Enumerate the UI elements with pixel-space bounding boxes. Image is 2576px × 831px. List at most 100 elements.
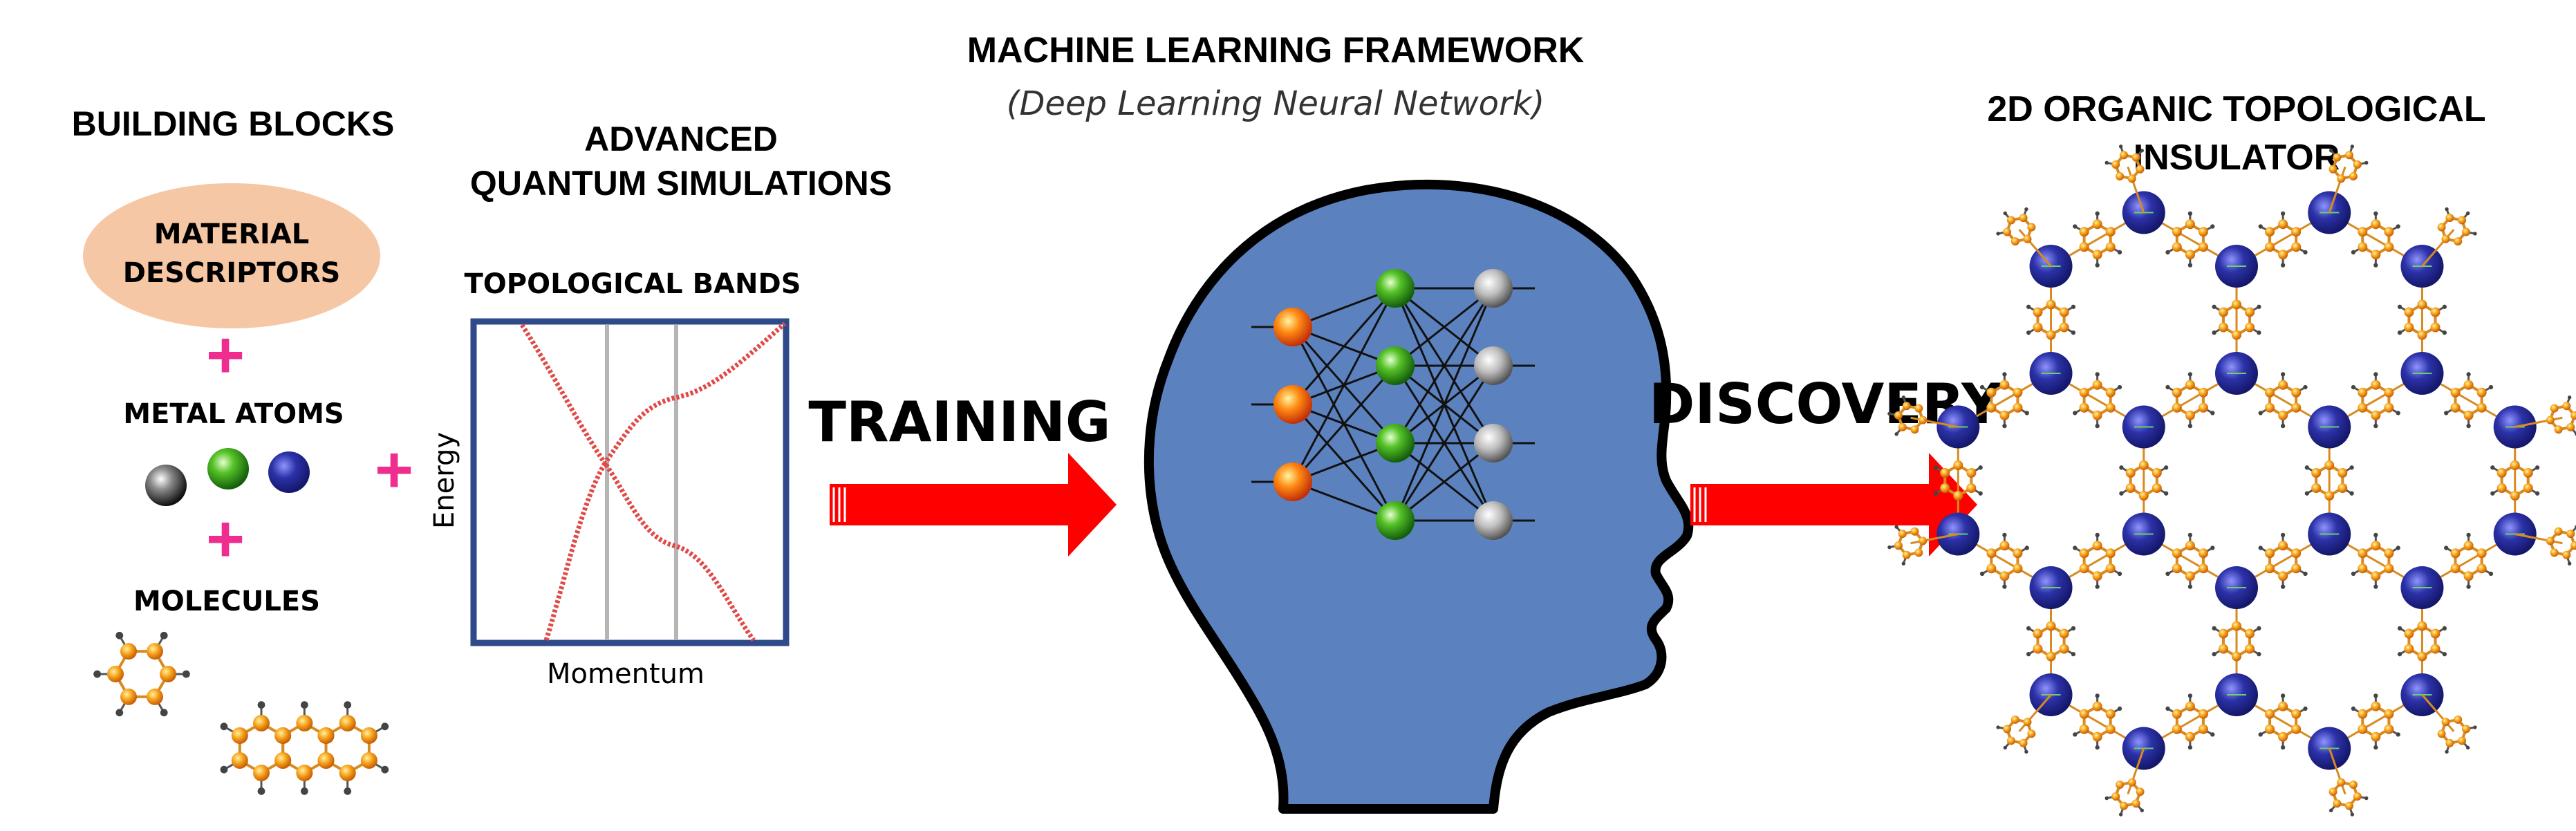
- carbon-atom-icon: [2116, 171, 2125, 180]
- carbon-atom-icon: [2523, 468, 2533, 478]
- carbon-atom-icon: [2092, 219, 2102, 230]
- carbon-atom-icon: [1894, 541, 1903, 550]
- linker-bond-line: [1910, 533, 1959, 545]
- training-label: TRAINING: [808, 390, 1110, 454]
- hydrogen-atom-icon: [2024, 749, 2028, 754]
- hydrogen-atom-icon: [2442, 626, 2447, 631]
- network-connection: [1291, 288, 1397, 405]
- hydrogen-atom-icon: [2466, 424, 2471, 429]
- carbon-atom-icon: [2546, 536, 2555, 545]
- hydrogen-atom-icon: [2024, 207, 2028, 212]
- hydrogen-atom-icon: [2535, 465, 2540, 470]
- carbon-atom-icon: [2278, 380, 2288, 390]
- carbon-atom-icon: [2291, 563, 2302, 574]
- carbon-atom-icon: [2232, 330, 2241, 340]
- red-arrow-icon: [1690, 453, 1977, 557]
- energy-axis-label: Energy: [429, 432, 460, 529]
- hydrogen-atom-icon: [2567, 395, 2572, 400]
- carbon-atom-icon: [1894, 411, 1903, 420]
- hydrogen-atom-icon: [220, 765, 228, 774]
- hydrogen-atom-icon: [2280, 693, 2286, 698]
- carbon-atom-icon: [2445, 738, 2454, 747]
- hydrogen-atom-icon: [2280, 532, 2286, 537]
- carbon-atom-icon: [2119, 151, 2128, 160]
- carbon-atom-icon: [2136, 787, 2145, 796]
- carbon-atom-icon: [2345, 801, 2354, 810]
- carbon-atom-icon: [2358, 548, 2368, 559]
- hydrogen-atom-icon: [2445, 749, 2449, 754]
- carbon-atom-icon: [2404, 628, 2414, 639]
- carbon-atom-icon: [2353, 792, 2362, 801]
- carbon-atom-icon: [2198, 242, 2208, 252]
- hydrogen-atom-icon: [2210, 545, 2215, 550]
- hydrogen-atom-icon: [1887, 411, 1892, 416]
- hydrogen-atom-icon: [2024, 545, 2029, 550]
- simulations-title-line1: ADVANCED: [584, 120, 778, 158]
- carbon-atom-icon: [2546, 416, 2555, 424]
- hydrogen-atom-icon: [2466, 532, 2471, 537]
- hydrogen-atom-icon: [2024, 411, 2029, 416]
- carbon-atom-icon: [1986, 387, 1997, 398]
- carbon-atom-icon: [2384, 548, 2394, 559]
- carbon-atom-icon: [147, 688, 163, 705]
- carbon-atom-icon: [2111, 160, 2120, 169]
- hydrogen-atom-icon: [344, 701, 352, 709]
- linker-bond-line: [2514, 416, 2563, 428]
- carbon-atom-icon: [253, 765, 270, 781]
- carbon-atom-icon: [2441, 718, 2450, 727]
- hydrogen-atom-icon: [2257, 652, 2261, 657]
- hydrogen-atom-icon: [2364, 796, 2369, 801]
- hydrogen-atom-icon: [2165, 384, 2170, 390]
- hydrogen-atom-icon: [2118, 144, 2123, 149]
- hydrogen-atom-icon: [2473, 232, 2477, 236]
- carbon-atom-icon: [2111, 792, 2120, 801]
- carbon-atom-icon: [2430, 644, 2440, 654]
- hydrogen-atom-icon: [2280, 745, 2286, 750]
- carbon-atom-icon: [2461, 725, 2470, 734]
- carbon-atom-icon: [2450, 402, 2461, 413]
- carbon-atom-icon: [2345, 151, 2354, 160]
- carbon-atom-icon: [2278, 410, 2288, 420]
- pentacene-molecule-icon: [220, 701, 389, 795]
- carbon-atom-icon: [2125, 483, 2136, 493]
- hydrogen-atom-icon: [2187, 424, 2193, 429]
- carbon-atom-icon: [2218, 322, 2228, 333]
- carbon-atom-icon: [2003, 227, 2012, 236]
- carbon-atom-icon: [2337, 468, 2348, 478]
- carbon-atom-icon: [2138, 491, 2149, 501]
- carbon-atom-icon: [2079, 724, 2089, 734]
- carbon-atom-icon: [1999, 380, 2010, 390]
- hydrogen-atom-icon: [2280, 424, 2286, 429]
- carbon-atom-icon: [2430, 628, 2440, 639]
- carbon-atom-icon: [2079, 548, 2089, 559]
- carbon-atom-icon: [2349, 781, 2358, 790]
- hydrogen-atom-icon: [2304, 491, 2309, 496]
- hydrogen-atom-icon: [2351, 384, 2356, 390]
- plus-icon: +: [206, 318, 245, 392]
- hydrogen-atom-icon: [2373, 745, 2378, 750]
- hydrogen-atom-icon: [2567, 561, 2572, 566]
- hydrogen-atom-icon: [2466, 745, 2470, 750]
- hydrogen-atom-icon: [2212, 304, 2216, 309]
- carbon-atom-icon: [2046, 330, 2056, 340]
- hydrogen-atom-icon: [2442, 304, 2447, 309]
- linker-bond-line: [2018, 694, 2052, 732]
- hydrogen-atom-icon: [2373, 372, 2378, 377]
- hydrogen-atom-icon: [160, 709, 168, 717]
- carbon-atom-icon: [317, 727, 335, 744]
- hydrogen-atom-icon: [2140, 808, 2144, 812]
- hydrogen-atom-icon: [2095, 532, 2100, 537]
- carbon-atom-icon: [2476, 563, 2487, 574]
- hydrogen-atom-icon: [2187, 211, 2193, 216]
- carbon-atom-icon: [2172, 548, 2182, 559]
- hydrogen-atom-icon: [2002, 424, 2007, 429]
- carbon-atom-icon: [339, 715, 356, 731]
- lower-band-curve: [543, 458, 756, 642]
- carbon-atom-icon: [2010, 715, 2019, 724]
- carbon-atom-icon: [2006, 736, 2015, 745]
- carbon-atom-icon: [2476, 402, 2487, 413]
- hydrogen-atom-icon: [2258, 732, 2263, 737]
- simulations-title-line2: QUANTUM SIMULATIONS: [470, 164, 892, 203]
- carbon-atom-icon: [2265, 563, 2275, 574]
- hydrogen-atom-icon: [2212, 626, 2216, 631]
